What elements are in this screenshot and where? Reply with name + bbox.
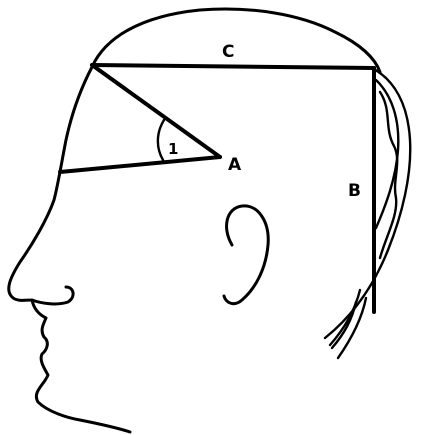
line-to-point-a-upper xyxy=(92,65,220,157)
line-to-point-a-lower xyxy=(60,157,220,172)
angle-arc xyxy=(158,120,164,160)
label-c: C xyxy=(222,42,234,62)
label-a: A xyxy=(228,155,242,175)
label-b: B xyxy=(348,181,361,201)
face-profile-outline xyxy=(9,67,130,432)
ear-outline xyxy=(224,206,268,304)
hair-strand-outer xyxy=(325,68,410,338)
line-c xyxy=(92,65,374,68)
cranium-outline xyxy=(92,9,380,72)
hair-strand-lower-1 xyxy=(330,290,360,345)
label-angle-1: 1 xyxy=(168,140,178,158)
